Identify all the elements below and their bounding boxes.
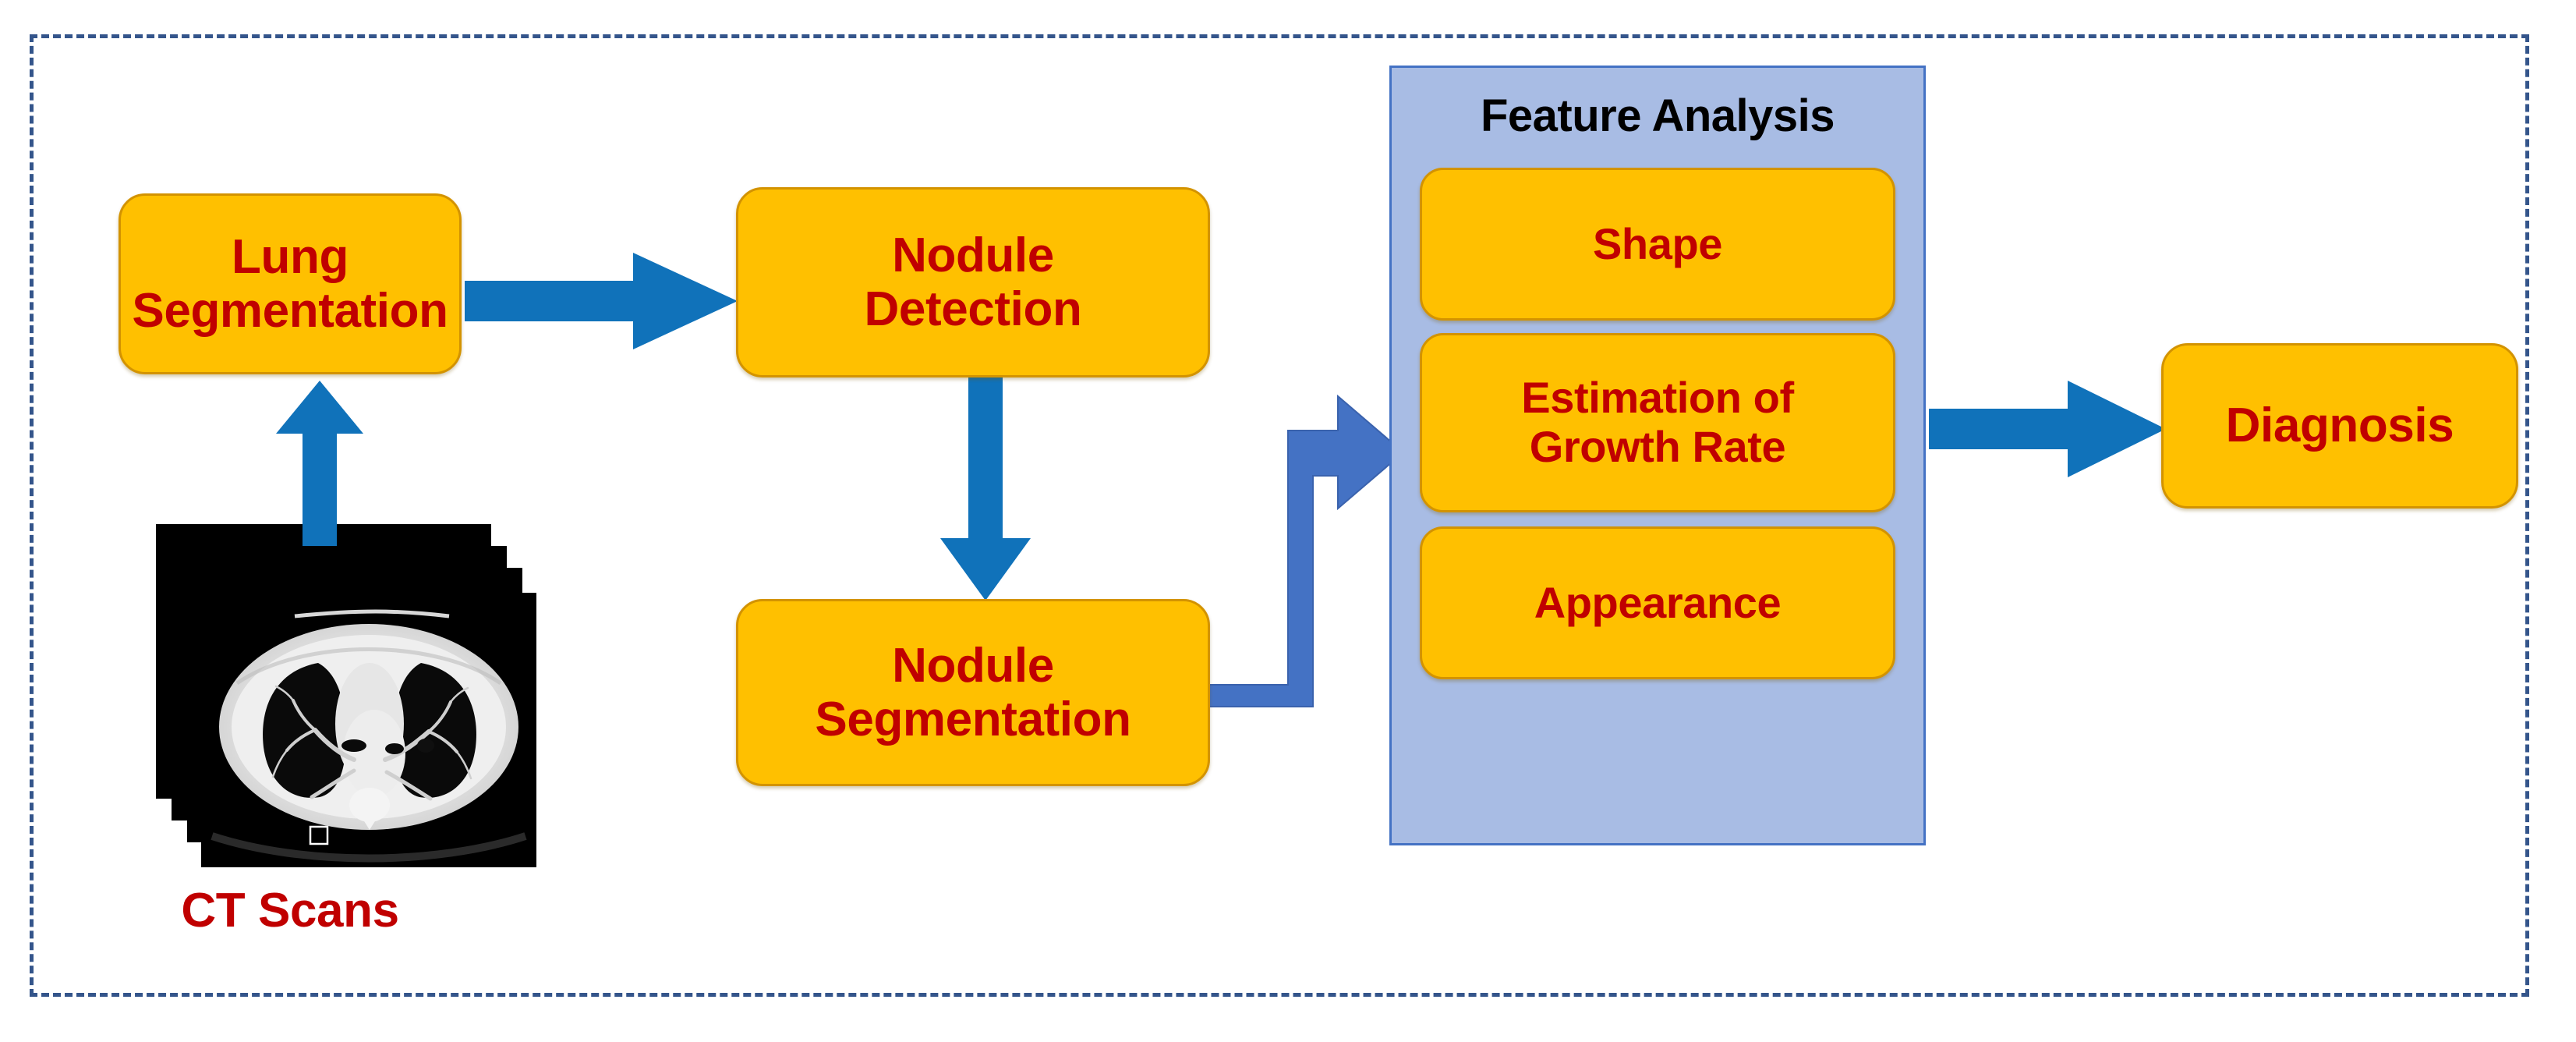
feature-item-appearance[interactable]: Appearance bbox=[1420, 526, 1895, 679]
feature-item-appearance-label: Appearance bbox=[1534, 577, 1782, 627]
feature-item-growth-rate-label: Estimation of Growth Rate bbox=[1521, 373, 1794, 471]
node-diagnosis-label: Diagnosis bbox=[2225, 399, 2454, 453]
feature-analysis-panel: Feature Analysis Shape Estimation of Gro… bbox=[1389, 66, 1926, 845]
ct-slice-front bbox=[201, 593, 536, 867]
node-lung-segmentation[interactable]: Lung Segmentation bbox=[119, 193, 462, 374]
diagram-outer-frame bbox=[30, 34, 2529, 997]
node-lung-segmentation-label: Lung Segmentation bbox=[132, 229, 448, 338]
feature-analysis-title: Feature Analysis bbox=[1480, 90, 1835, 141]
node-diagnosis[interactable]: Diagnosis bbox=[2161, 343, 2518, 509]
ct-scan-stack bbox=[156, 524, 546, 875]
node-nodule-detection-label: Nodule Detection bbox=[864, 228, 1082, 336]
node-nodule-segmentation[interactable]: Nodule Segmentation bbox=[736, 599, 1210, 786]
node-nodule-segmentation-label: Nodule Segmentation bbox=[815, 638, 1131, 746]
feature-item-shape-label: Shape bbox=[1592, 218, 1723, 268]
feature-item-shape[interactable]: Shape bbox=[1420, 168, 1895, 321]
ct-scan-stack-svg bbox=[156, 524, 536, 867]
node-nodule-detection[interactable]: Nodule Detection bbox=[736, 187, 1210, 377]
feature-item-growth-rate[interactable]: Estimation of Growth Rate bbox=[1420, 333, 1895, 512]
ct-scans-label: CT Scans bbox=[181, 884, 399, 937]
